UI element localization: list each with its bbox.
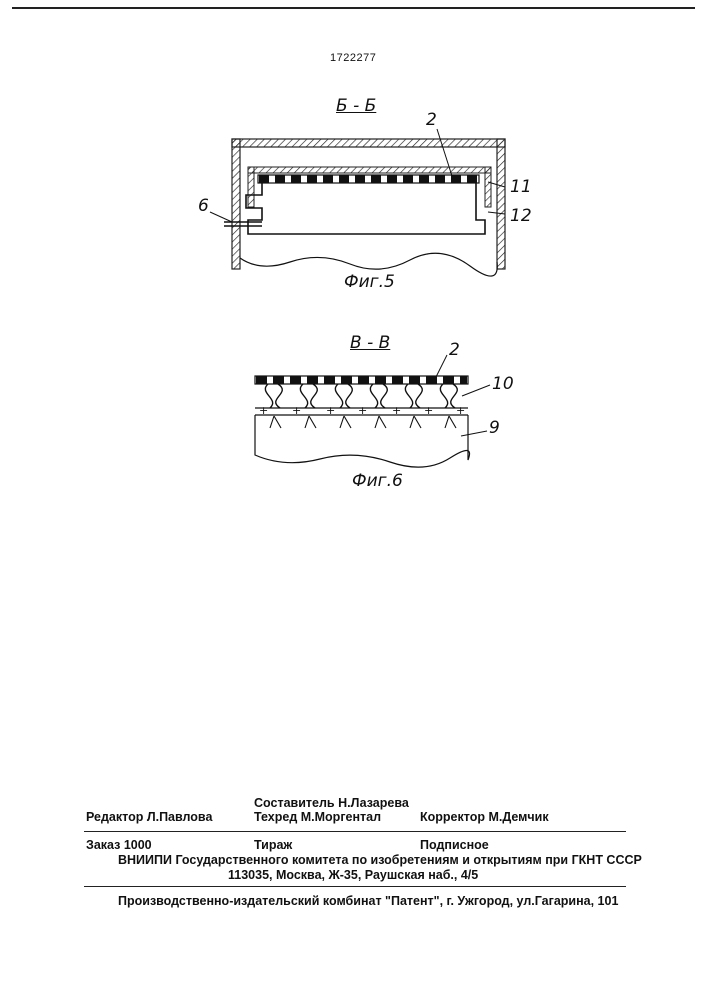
svg-text:+: + (292, 404, 301, 417)
circulation-line: Тираж (254, 838, 292, 852)
address-line: 113035, Москва, Ж-35, Раушская наб., 4/5 (228, 868, 478, 882)
corrector-line: Корректор М.Демчик (420, 810, 549, 824)
subscription-line: Подписное (420, 838, 489, 852)
fig6-caption: Фиг.6 (352, 471, 403, 491)
printer-line: Производственно-издательский комбинат "П… (118, 894, 618, 908)
svg-text:+: + (358, 404, 367, 417)
editor-line: Редактор Л.Павлова (86, 810, 212, 824)
colophon-rule-2 (84, 886, 626, 887)
colophon-rule-1 (84, 831, 626, 832)
order-line: Заказ 1000 (86, 838, 152, 852)
svg-text:+: + (456, 404, 465, 417)
compiler-line: Составитель Н.Лазарева (254, 796, 409, 810)
fig6-callout-2: 2 (449, 340, 460, 360)
svg-text:+: + (392, 404, 401, 417)
svg-text:+: + (424, 404, 433, 417)
svg-text:+: + (259, 404, 268, 417)
org-line: ВНИИПИ Государственного комитета по изоб… (118, 853, 642, 867)
techred-line: Техред М.Моргентал (254, 810, 381, 824)
svg-text:+: + (326, 404, 335, 417)
fig6-callout-9: 9 (489, 418, 500, 438)
figure-6-drawing: + + + + + + + (0, 0, 707, 490)
fig6-callout-10: 10 (492, 374, 514, 394)
